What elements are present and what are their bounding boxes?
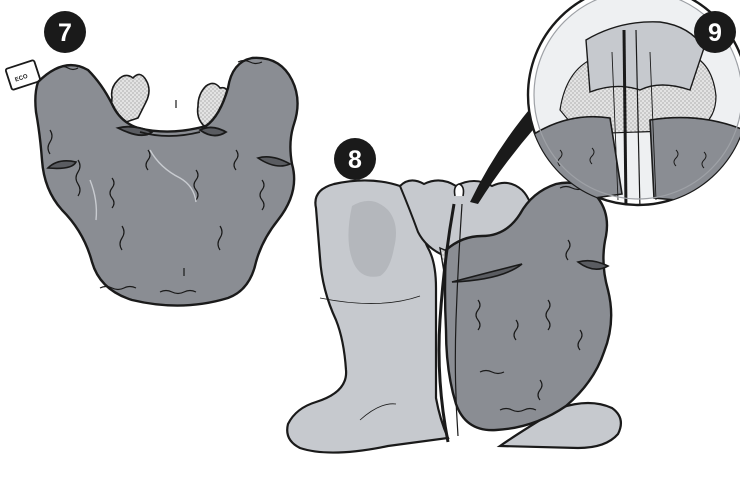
- step-number-8: 8: [348, 146, 362, 174]
- garment-body-folded: [35, 58, 297, 306]
- step-badge-8: 8: [334, 138, 376, 180]
- step-number-9: 9: [708, 19, 722, 47]
- zipper-pull: [455, 184, 464, 196]
- step-8-illustration: [287, 180, 621, 452]
- step-badge-7: 7: [44, 11, 86, 53]
- care-label-tag: ECO: [5, 60, 40, 90]
- step-7-illustration: ECO: [5, 58, 297, 306]
- step-number-7: 7: [58, 19, 72, 47]
- step-badge-9: 9: [694, 11, 736, 53]
